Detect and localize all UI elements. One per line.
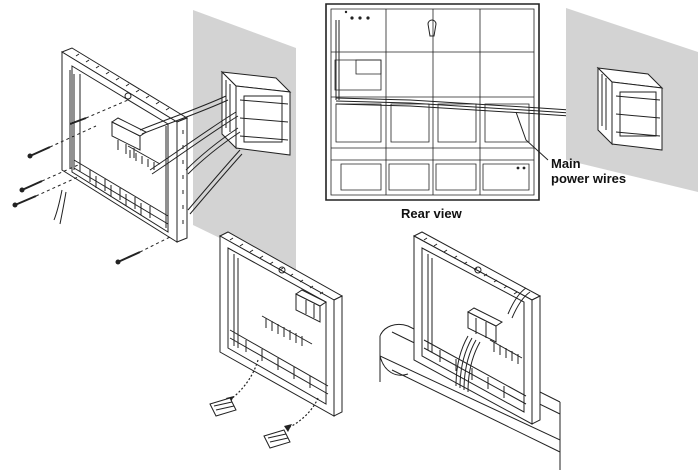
junction-box-left <box>222 72 290 155</box>
knockout-piece-2 <box>264 430 290 448</box>
mounted-baseboard-view <box>380 232 560 470</box>
exploded-mounting-view <box>13 10 296 275</box>
wires-bottom-right <box>456 288 530 392</box>
knockout-piece-1 <box>210 398 236 416</box>
rear-view-keyhole <box>428 20 436 36</box>
rear-view-grid <box>331 9 534 195</box>
main-power-wires-label-line2: power wires <box>551 171 627 186</box>
back-plate-exploded <box>62 48 187 242</box>
knockout-arrow-1 <box>230 360 258 400</box>
plate-knockout-view <box>210 232 342 448</box>
rear-view-holes <box>344 10 526 170</box>
wires-left <box>54 96 242 224</box>
rear-view-panel <box>326 4 600 200</box>
wall-and-box-right <box>566 8 698 192</box>
rear-view-label: Rear view <box>401 206 462 221</box>
screws-left <box>13 100 172 264</box>
main-power-wires-pointer <box>516 112 548 160</box>
main-power-wires-label-line1: Main <box>551 156 581 171</box>
